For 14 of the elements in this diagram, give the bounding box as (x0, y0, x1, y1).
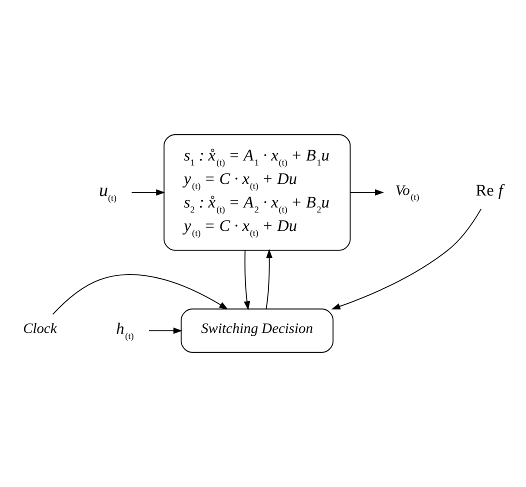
arrow (331, 208, 482, 310)
arrow (148, 328, 182, 334)
arrow (52, 274, 228, 315)
arrow (131, 189, 166, 196)
arrow (244, 250, 250, 310)
node-text: Re f (476, 182, 503, 200)
node-text: u$_{(t)}$ (98, 180, 117, 204)
node-text: Clock (23, 321, 57, 338)
node-box: Switching Decision (180, 308, 334, 353)
node-text: h$_{(t)}$ (116, 320, 134, 341)
node-text: Vo$_{(t)}$ (395, 182, 420, 202)
arrow (266, 249, 272, 310)
node-box: s$_{1}$ : x̊$_{(t)}$ = A$_{1}$ · x$_{(t)}$ + B$_{1}$u y$_{(t)}$ = C · x$_{(t)}$ + Du s$_{2}$ : x̊$_{(t)}$ = A$_{2}$ · x$_{(t)}$ + B$_{2}$u y$_{(t)}$ = C · x$_{(t)}$ + Du (164, 134, 351, 251)
arrow (350, 189, 384, 196)
